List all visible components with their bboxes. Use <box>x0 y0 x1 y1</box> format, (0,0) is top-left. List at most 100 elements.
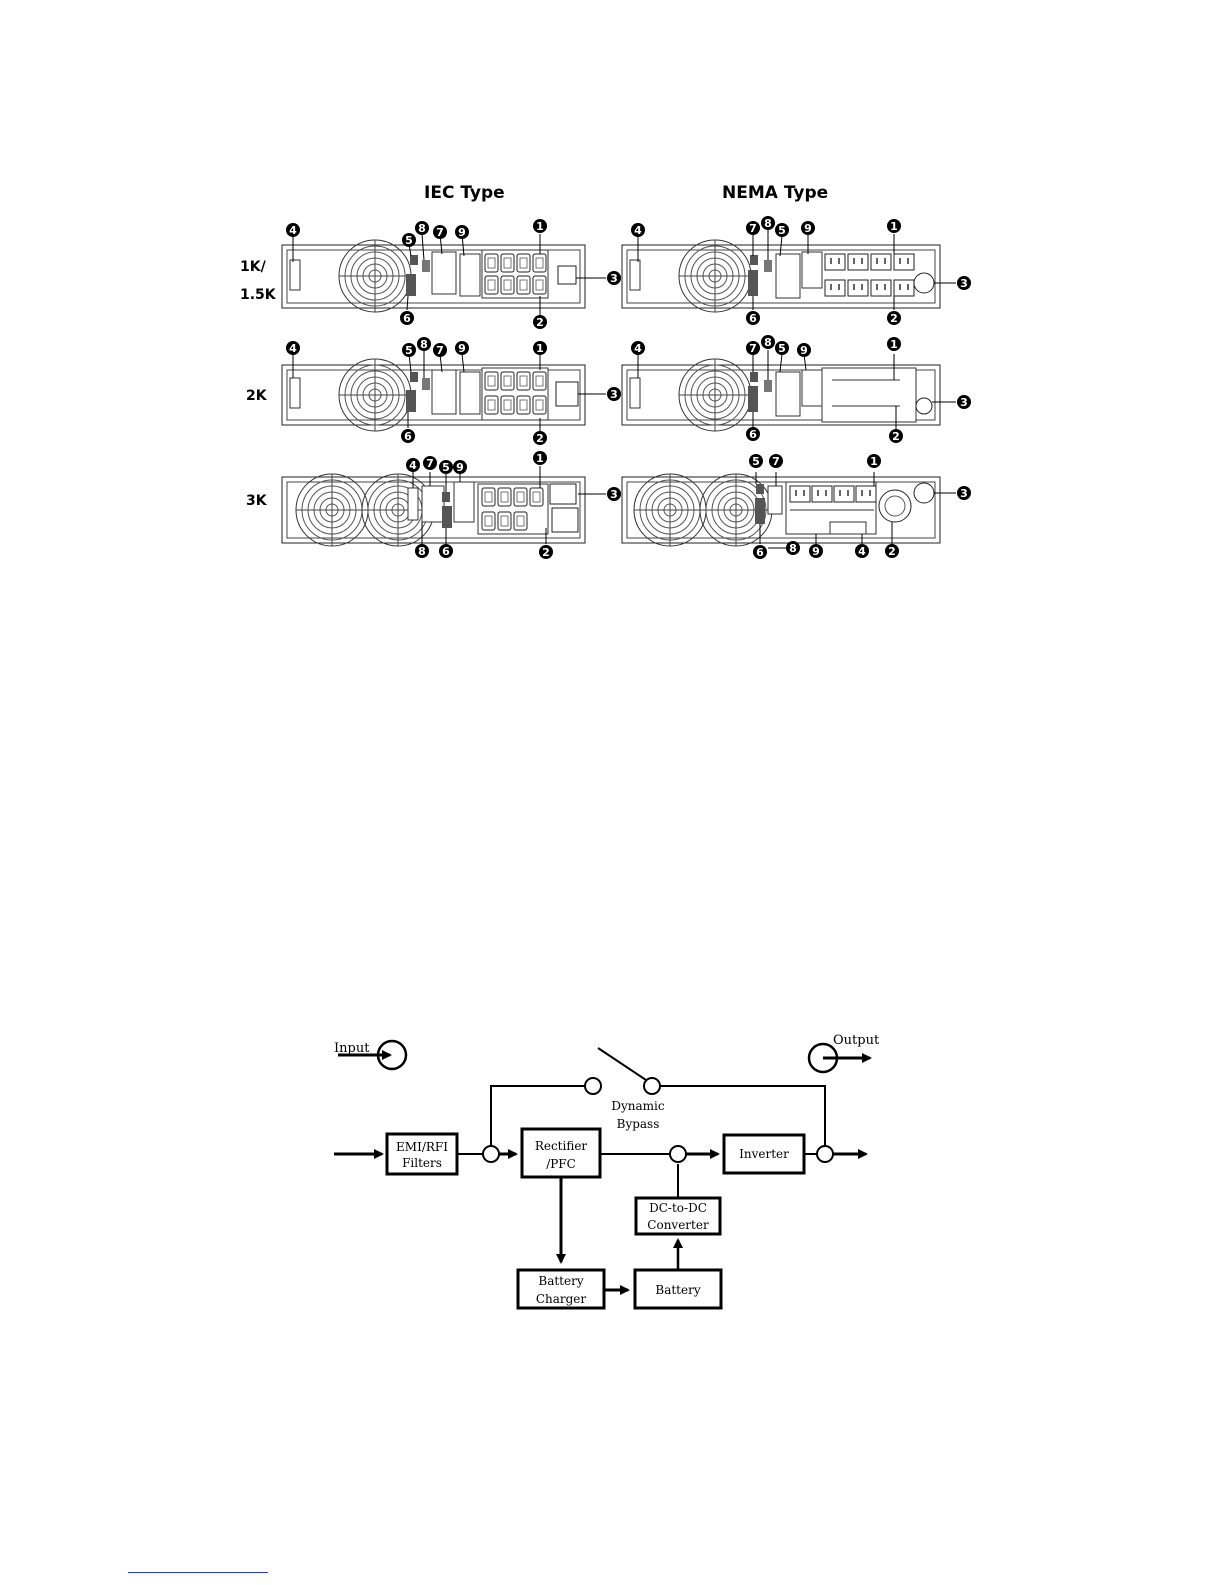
bullet-4: 4 <box>855 544 869 558</box>
bullet-5: 5 <box>749 454 763 468</box>
bullet-9: 9 <box>455 341 469 355</box>
svg-text:7: 7 <box>436 344 444 357</box>
bullet-6: 6 <box>753 545 767 559</box>
block-battery-charger: Battery Charger <box>518 1270 604 1308</box>
bullet-8: 8 <box>415 544 429 558</box>
bullet-1: 1 <box>533 219 547 233</box>
bullet-1: 1 <box>867 454 881 468</box>
svg-text:7: 7 <box>772 455 780 468</box>
svg-text:9: 9 <box>458 342 466 355</box>
bypass-contact-left <box>585 1078 601 1094</box>
svg-text:6: 6 <box>756 546 764 559</box>
bullet-7: 7 <box>746 341 760 355</box>
bullet-3: 3 <box>957 395 971 409</box>
svg-text:1: 1 <box>890 220 898 233</box>
block-label: Inverter <box>739 1147 789 1161</box>
block-rectifier: Rectifier /PFC <box>522 1129 600 1177</box>
bullet-3: 3 <box>607 387 621 401</box>
bullet-6: 6 <box>746 427 760 441</box>
svg-text:6: 6 <box>404 430 412 443</box>
column-title-iec: IEC Type <box>424 183 505 203</box>
bullet-6: 6 <box>400 311 414 325</box>
bullet-4: 4 <box>631 223 645 237</box>
bullet-8: 8 <box>786 541 800 555</box>
bullet-4: 4 <box>631 341 645 355</box>
svg-text:9: 9 <box>812 545 820 558</box>
bullet-9: 9 <box>801 221 815 235</box>
bullet-1: 1 <box>887 219 901 233</box>
bullet-7: 7 <box>433 225 447 239</box>
svg-text:9: 9 <box>804 222 812 235</box>
svg-text:6: 6 <box>403 312 411 325</box>
bullet-3: 3 <box>957 276 971 290</box>
block-label: Battery <box>538 1274 583 1288</box>
svg-text:3: 3 <box>960 277 968 290</box>
bypass-contact-right <box>644 1078 660 1094</box>
bullet-4: 4 <box>286 341 300 355</box>
block-label: /PFC <box>546 1157 576 1171</box>
svg-text:5: 5 <box>405 234 413 247</box>
svg-text:5: 5 <box>752 455 760 468</box>
bullet-8: 8 <box>761 335 775 349</box>
bullet-3: 3 <box>957 486 971 500</box>
row-label-3k: 3K <box>246 487 267 515</box>
svg-text:3: 3 <box>610 272 618 285</box>
bypass-label: Bypass <box>617 1117 660 1131</box>
block-battery: Battery <box>635 1270 721 1308</box>
svg-text:1: 1 <box>890 338 898 351</box>
svg-text:1: 1 <box>870 455 878 468</box>
svg-text:8: 8 <box>789 542 797 555</box>
bullet-7: 7 <box>746 221 760 235</box>
svg-text:3: 3 <box>960 487 968 500</box>
bullet-5: 5 <box>402 343 416 357</box>
bullet-6: 6 <box>746 311 760 325</box>
bullet-2: 2 <box>887 311 901 325</box>
svg-text:5: 5 <box>442 461 450 474</box>
footer-link-underline <box>128 1572 268 1573</box>
block-label: Converter <box>647 1218 709 1232</box>
block-label: Charger <box>536 1292 587 1306</box>
svg-text:9: 9 <box>456 461 464 474</box>
block-label: Rectifier <box>535 1139 588 1153</box>
svg-text:7: 7 <box>749 342 757 355</box>
bullet-5: 5 <box>402 233 416 247</box>
svg-text:4: 4 <box>634 342 642 355</box>
svg-text:6: 6 <box>749 428 757 441</box>
bullet-4: 4 <box>286 223 300 237</box>
bullet-6: 6 <box>439 544 453 558</box>
bullet-2: 2 <box>539 545 553 559</box>
bullet-8: 8 <box>417 337 431 351</box>
svg-text:5: 5 <box>405 344 413 357</box>
block-dcdc-converter: DC-to-DC Converter <box>636 1198 720 1234</box>
bullet-6: 6 <box>401 429 415 443</box>
bullet-5: 5 <box>775 341 789 355</box>
svg-text:4: 4 <box>289 224 297 237</box>
svg-text:1: 1 <box>536 452 544 465</box>
block-emi-filters: EMI/RFI Filters <box>387 1134 457 1174</box>
bullet-8: 8 <box>415 221 429 235</box>
svg-text:2: 2 <box>542 546 550 559</box>
bullet-1: 1 <box>533 451 547 465</box>
bypass-label: Dynamic <box>611 1099 665 1113</box>
bullet-7: 7 <box>423 456 437 470</box>
svg-text:3: 3 <box>610 488 618 501</box>
input-label: Input <box>334 1041 370 1056</box>
svg-text:7: 7 <box>749 222 757 235</box>
bullet-3: 3 <box>607 271 621 285</box>
svg-text:7: 7 <box>426 457 434 470</box>
svg-text:8: 8 <box>418 222 426 235</box>
bullet-2: 2 <box>889 429 903 443</box>
bullet-1: 1 <box>533 341 547 355</box>
svg-text:4: 4 <box>289 342 297 355</box>
bullet-5: 5 <box>775 223 789 237</box>
output-terminal: Output <box>809 1033 880 1072</box>
bullet-2: 2 <box>885 544 899 558</box>
svg-text:2: 2 <box>536 432 544 445</box>
bullet-1: 1 <box>887 337 901 351</box>
rear-panels-drawing: 4 5 8 7 9 1 6 2 3 4 7 8 5 9 1 6 2 3 4 5 … <box>270 210 990 570</box>
svg-text:2: 2 <box>892 430 900 443</box>
block-label: DC-to-DC <box>649 1201 707 1215</box>
svg-text:4: 4 <box>634 224 642 237</box>
dc-bus-junction <box>670 1146 686 1162</box>
bypass-switch-blade <box>598 1048 646 1080</box>
